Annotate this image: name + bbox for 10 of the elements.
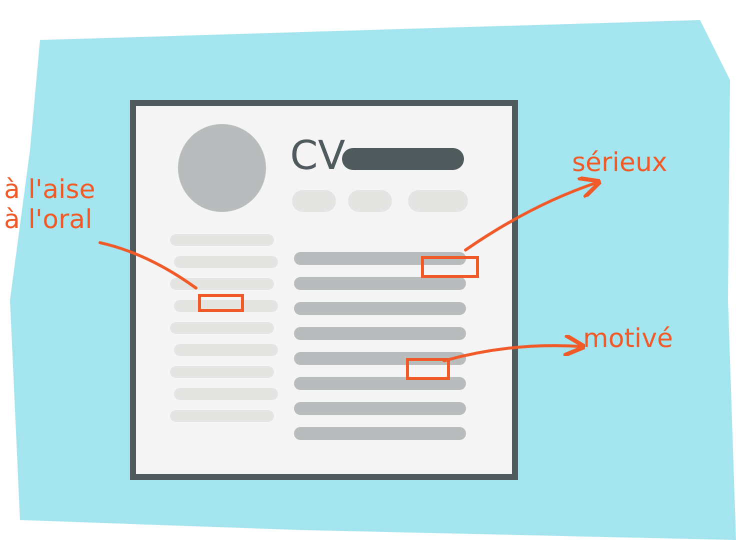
arrow bbox=[464, 176, 603, 252]
highlight-box bbox=[198, 294, 244, 312]
leader-line bbox=[98, 241, 198, 290]
cv-heading: CV bbox=[290, 134, 346, 178]
annotation-text: à l'aise à l'oral bbox=[4, 175, 100, 265]
arrow bbox=[442, 332, 588, 362]
annotation-text: motivé bbox=[583, 324, 693, 358]
highlight-box bbox=[421, 256, 479, 278]
highlight-box bbox=[406, 358, 450, 380]
annotation-text: sérieux bbox=[572, 148, 692, 182]
